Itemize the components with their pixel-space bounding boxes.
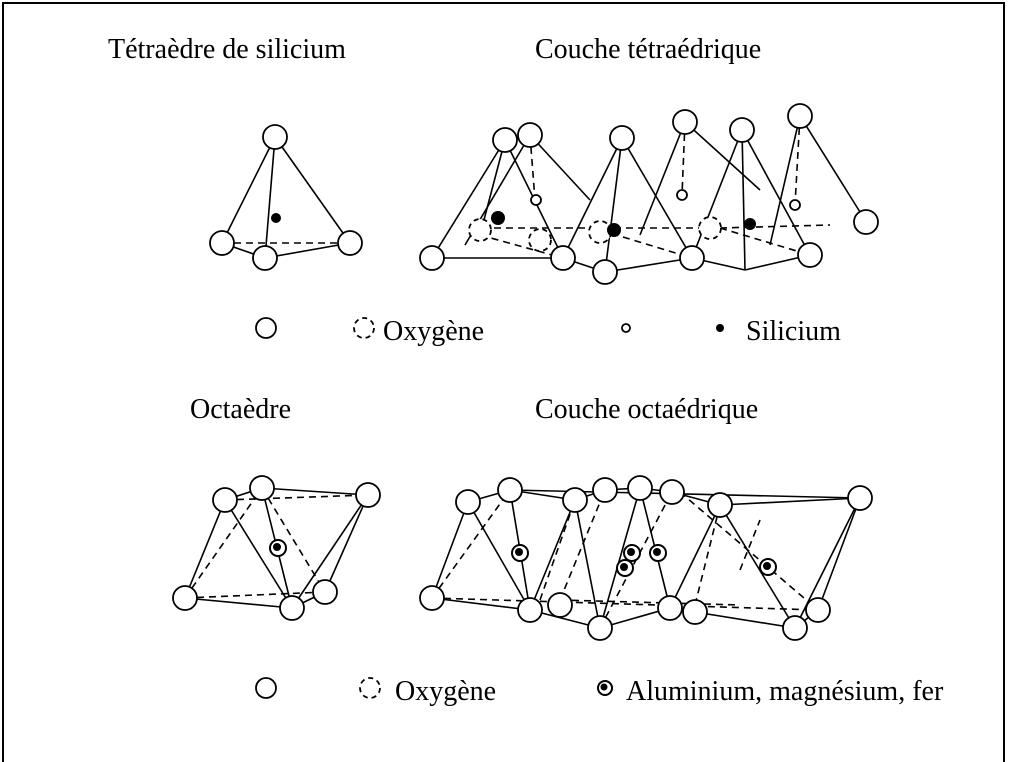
silicon-legend-icon: [716, 324, 724, 332]
octahedral-sheet: [419, 475, 873, 641]
oxygen-atom: [562, 487, 588, 513]
legend-top: Oxygène Silicium: [255, 316, 841, 347]
oxygen-atom: [209, 230, 235, 256]
cation-atom-core: [273, 543, 281, 551]
oxygen-atom: [550, 245, 576, 271]
title-silicon-tetrahedron: Tétraèdre de silicium: [108, 34, 346, 65]
legend-cation-label: Aluminium, magnésium, fer: [626, 676, 944, 707]
oxygen-atom-hidden: [528, 228, 552, 252]
oxygen-hidden-legend-icon: [353, 317, 375, 339]
oxygen-atom: [847, 485, 873, 511]
silicon-atom-hidden: [530, 194, 542, 206]
silicon-hidden-legend-icon: [621, 323, 631, 333]
oxygen-atom: [672, 109, 698, 135]
oxygen-atom: [707, 492, 733, 518]
oxygen-atom: [262, 124, 288, 150]
oxygen-atom: [212, 487, 238, 513]
oxygen-atom-hidden: [698, 216, 722, 240]
oxygen-atom: [805, 597, 831, 623]
oxygen-atom: [547, 592, 573, 618]
oxygen-atom: [797, 242, 823, 268]
oxygen-atom: [592, 477, 618, 503]
oxygen-atom: [782, 615, 808, 641]
oxygen-atom: [587, 615, 613, 641]
title-tetrahedral-sheet: Couche tétraédrique: [535, 34, 761, 65]
title-octahedron: Octaèdre: [190, 394, 291, 425]
oxygen-atom: [172, 585, 198, 611]
oxygen-atom: [279, 595, 305, 621]
silicon-atom: [491, 211, 505, 225]
legend-silicon-label: Silicium: [746, 316, 841, 347]
silicon-atom: [744, 218, 756, 230]
oxygen-atom: [787, 103, 813, 129]
legend-bottom: Oxygène Aluminium, magnésium, fer: [255, 676, 944, 707]
oxygen-atom: [659, 479, 685, 505]
silicon-atom: [271, 213, 281, 223]
oxygen-legend-icon: [255, 677, 277, 699]
clay-mineral-structure-diagram: Tétraèdre de silicium Couche tétraédriqu…: [108, 34, 944, 707]
silicon-atom-hidden: [789, 199, 801, 211]
tetrahedral-sheet: [419, 103, 879, 285]
oxygen-atom-hidden: [468, 218, 492, 242]
legend-oxygen-label: Oxygène: [383, 316, 484, 347]
oxygen-atom: [609, 125, 635, 151]
oxygen-hidden-legend-icon: [359, 677, 381, 699]
cation-atom-core: [763, 562, 771, 570]
oxygen-atom: [249, 475, 275, 501]
oxygen-atom: [455, 489, 481, 515]
oxygen-atom: [682, 599, 708, 625]
cation-atom-core: [515, 548, 523, 556]
oxygen-atom: [657, 595, 683, 621]
oxygen-atom: [517, 122, 543, 148]
oxygen-atom: [419, 585, 445, 611]
oxygen-atom: [679, 245, 705, 271]
octahedron: [172, 475, 381, 621]
cation-legend-icon-core: [600, 683, 608, 691]
cation-atom-core: [620, 563, 628, 571]
silicon-tetrahedron: [209, 124, 363, 271]
silicon-atom-hidden: [676, 189, 688, 201]
oxygen-atom: [492, 127, 518, 153]
silicon-atom: [607, 223, 621, 237]
title-octahedral-sheet: Couche octaédrique: [535, 394, 758, 425]
oxygen-legend-icon: [255, 317, 277, 339]
oxygen-atom: [312, 579, 338, 605]
legend-oxygen-label-bottom: Oxygène: [395, 676, 496, 707]
oxygen-atom: [497, 477, 523, 503]
oxygen-atom: [419, 245, 445, 271]
oxygen-atom: [627, 475, 653, 501]
oxygen-atom: [729, 117, 755, 143]
oxygen-atom: [355, 482, 381, 508]
oxygen-atom: [252, 245, 278, 271]
oxygen-atom: [517, 597, 543, 623]
oxygen-atom: [337, 230, 363, 256]
oxygen-atom: [592, 259, 618, 285]
cation-atom-core: [627, 548, 635, 556]
cation-atom-core: [653, 548, 661, 556]
oxygen-atom: [853, 209, 879, 235]
